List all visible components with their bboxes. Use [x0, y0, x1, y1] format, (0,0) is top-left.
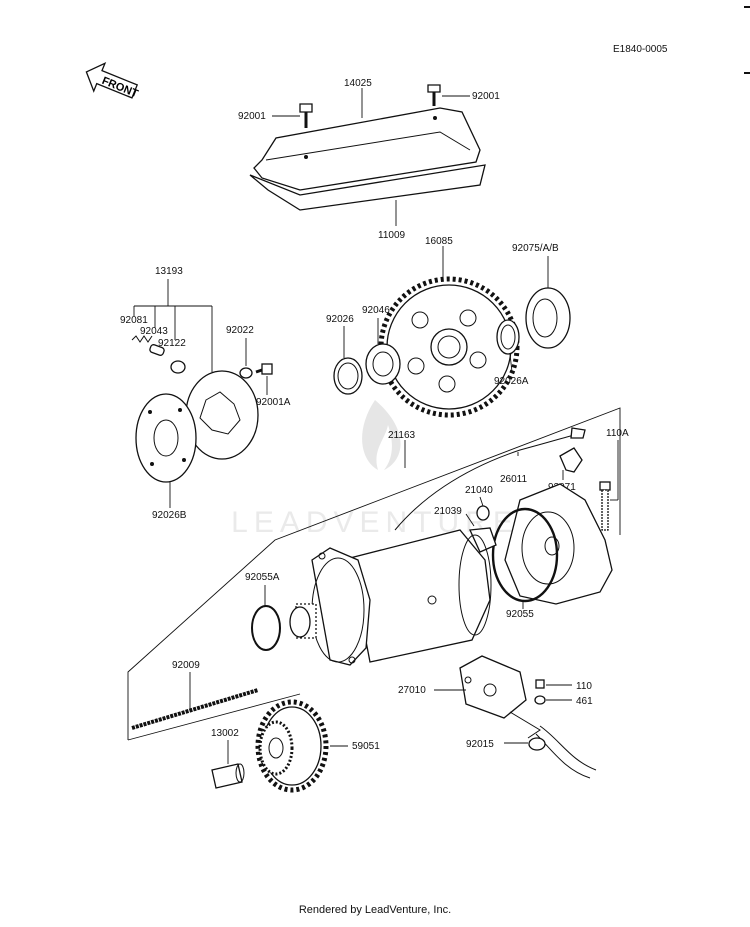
label-110A: 110A [606, 428, 629, 439]
bolt-92001-left [299, 103, 313, 128]
label-92055: 92055 [506, 609, 534, 620]
bolt-92001A [255, 363, 273, 375]
starter-assembly-frame [127, 407, 621, 740]
label-461: 461 [576, 696, 593, 707]
edge-mark-top [744, 6, 750, 8]
cable-26011 [394, 427, 586, 531]
label-11009: 11009 [378, 230, 406, 241]
relay-27010 [459, 655, 597, 779]
label-21040: 21040 [465, 485, 493, 496]
label-92022: 92022 [226, 325, 254, 336]
front-arrow: FRONT [85, 61, 140, 100]
label-21163: 21163 [388, 430, 416, 441]
cover-14025 [249, 107, 486, 211]
washer-92026A [496, 319, 520, 355]
screw-110 [535, 679, 545, 689]
spring-92081 [131, 335, 153, 343]
nut-92015 [528, 737, 546, 751]
label-92026: 92026 [326, 314, 354, 325]
gear-16085 [378, 276, 520, 418]
washer-461 [534, 695, 546, 705]
label-92122: 92122 [158, 338, 186, 349]
gasket-11009 [249, 164, 486, 211]
footer-credit: Rendered by LeadVenture, Inc. [298, 904, 452, 916]
bolt-110A [599, 481, 611, 531]
gear-59051 [255, 699, 329, 793]
label-14025: 14025 [344, 78, 372, 89]
label-59051: 59051 [352, 741, 380, 752]
label-92055A: 92055A [245, 572, 280, 583]
needle-bearing-92046 [365, 343, 401, 385]
oil-seal-92075 [525, 287, 571, 349]
pin-92043 [149, 344, 165, 356]
label-92075: 92075/A/B [512, 243, 559, 254]
label-21039: 21039 [434, 506, 462, 517]
end-cover [504, 483, 613, 605]
label-92001A: 92001A [256, 397, 291, 408]
label-16085: 16085 [425, 236, 453, 247]
plate-92026B [135, 393, 197, 483]
o-ring-92055A [251, 605, 281, 651]
cap-92071 [559, 447, 583, 473]
brush-21039 [469, 527, 497, 553]
label-92001-left: 92001 [238, 111, 266, 122]
diagram-code: E1840-0005 [613, 44, 668, 55]
label-92043: 92043 [140, 326, 168, 337]
o-ring-92055 [491, 507, 559, 603]
watermark: LEADVENTURE [231, 400, 519, 539]
washer-92026 [333, 357, 363, 395]
label-26011: 26011 [500, 474, 528, 485]
starter-motor [289, 529, 492, 666]
label-13193: 13193 [155, 266, 183, 277]
collar-13002 [211, 763, 245, 789]
label-92026A: 92026A [494, 376, 529, 387]
label-92015: 92015 [466, 739, 494, 750]
through-bolt-92009 [131, 688, 259, 730]
washer-21040 [476, 505, 490, 521]
washer-92022 [239, 367, 253, 379]
label-13002: 13002 [211, 728, 239, 739]
starter-clutch-body [185, 370, 259, 460]
label-92026B: 92026B [152, 510, 187, 521]
label-92001-right: 92001 [472, 91, 500, 102]
label-27010: 27010 [398, 685, 426, 696]
label-92046: 92046 [362, 305, 390, 316]
label-92009: 92009 [172, 660, 200, 671]
label-110: 110 [576, 681, 592, 692]
roller-92122 [170, 360, 186, 374]
edge-mark-mid [744, 72, 750, 74]
label-92081: 92081 [120, 315, 148, 326]
watermark-text: LEADVENTURE [231, 506, 519, 539]
bolt-92001-right [427, 84, 441, 106]
